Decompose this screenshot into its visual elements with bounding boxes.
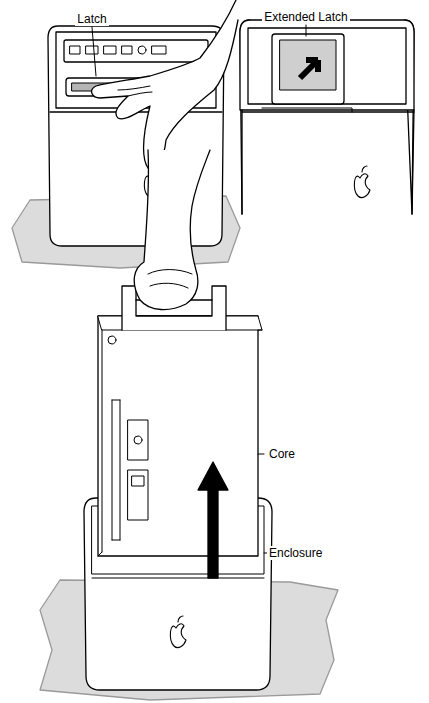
extended-latch (272, 34, 344, 104)
part-label: Enclosure (267, 546, 324, 560)
apple-logo (354, 166, 370, 198)
enclosure-outline (240, 20, 414, 214)
hand (134, 150, 210, 310)
core (98, 316, 258, 556)
leader-line (306, 25, 307, 36)
leader-line (258, 454, 264, 455)
part-label: Core (267, 447, 297, 461)
part-label: Extended Latch (262, 10, 349, 24)
pull-arrow (300, 60, 318, 78)
port-panel (64, 40, 208, 62)
lift-arrow (198, 462, 228, 578)
top-face (248, 28, 406, 104)
hand (92, 0, 238, 169)
leader-line (92, 27, 96, 76)
apple-logo (170, 616, 186, 648)
part-label: Latch (75, 12, 108, 26)
